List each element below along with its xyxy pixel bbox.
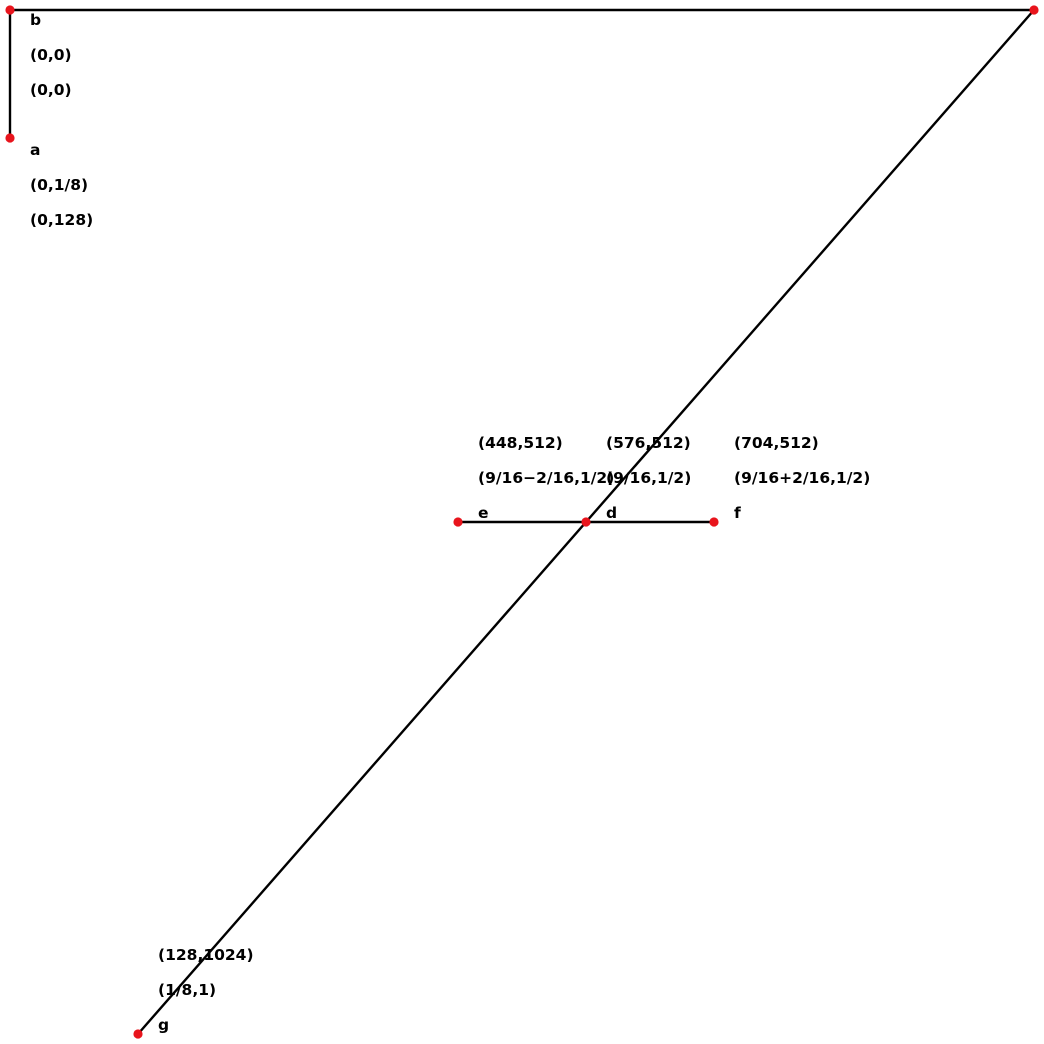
point-b-name-label: b bbox=[30, 11, 41, 29]
point-b-fraction-label: (0,0) bbox=[30, 46, 72, 64]
point-d bbox=[581, 517, 591, 527]
point-e-fraction-label: (9/16−2/16,1/2) bbox=[478, 469, 614, 487]
point-b bbox=[5, 5, 15, 15]
point-e-pixel-label: (448,512) bbox=[478, 434, 563, 452]
point-c bbox=[1029, 5, 1039, 15]
point-d-fraction-label: (9/16,1/2) bbox=[606, 469, 691, 487]
point-b-pixel-label: (0,0) bbox=[30, 81, 72, 99]
points-layer bbox=[5, 5, 1039, 1039]
labels-layer: a(0,1/8)(0,128)b(0,0)(0,0)c(1,0)(1024,0)… bbox=[30, 11, 870, 1034]
point-e bbox=[453, 517, 463, 527]
point-a-pixel-label: (0,128) bbox=[30, 211, 93, 229]
point-g-name-label: g bbox=[158, 1016, 169, 1034]
point-a-fraction-label: (0,1/8) bbox=[30, 176, 88, 194]
point-g-pixel-label: (128,1024) bbox=[158, 946, 254, 964]
point-f-pixel-label: (704,512) bbox=[734, 434, 819, 452]
point-d-pixel-label: (576,512) bbox=[606, 434, 691, 452]
point-f-name-label: f bbox=[734, 504, 741, 522]
point-f-fraction-label: (9/16+2/16,1/2) bbox=[734, 469, 870, 487]
point-a-name-label: a bbox=[30, 141, 40, 159]
point-a bbox=[5, 133, 15, 143]
point-e-name-label: e bbox=[478, 504, 489, 522]
point-d-name-label: d bbox=[606, 504, 617, 522]
point-f bbox=[709, 517, 719, 527]
point-g-fraction-label: (1/8,1) bbox=[158, 981, 216, 999]
point-g bbox=[133, 1029, 143, 1039]
